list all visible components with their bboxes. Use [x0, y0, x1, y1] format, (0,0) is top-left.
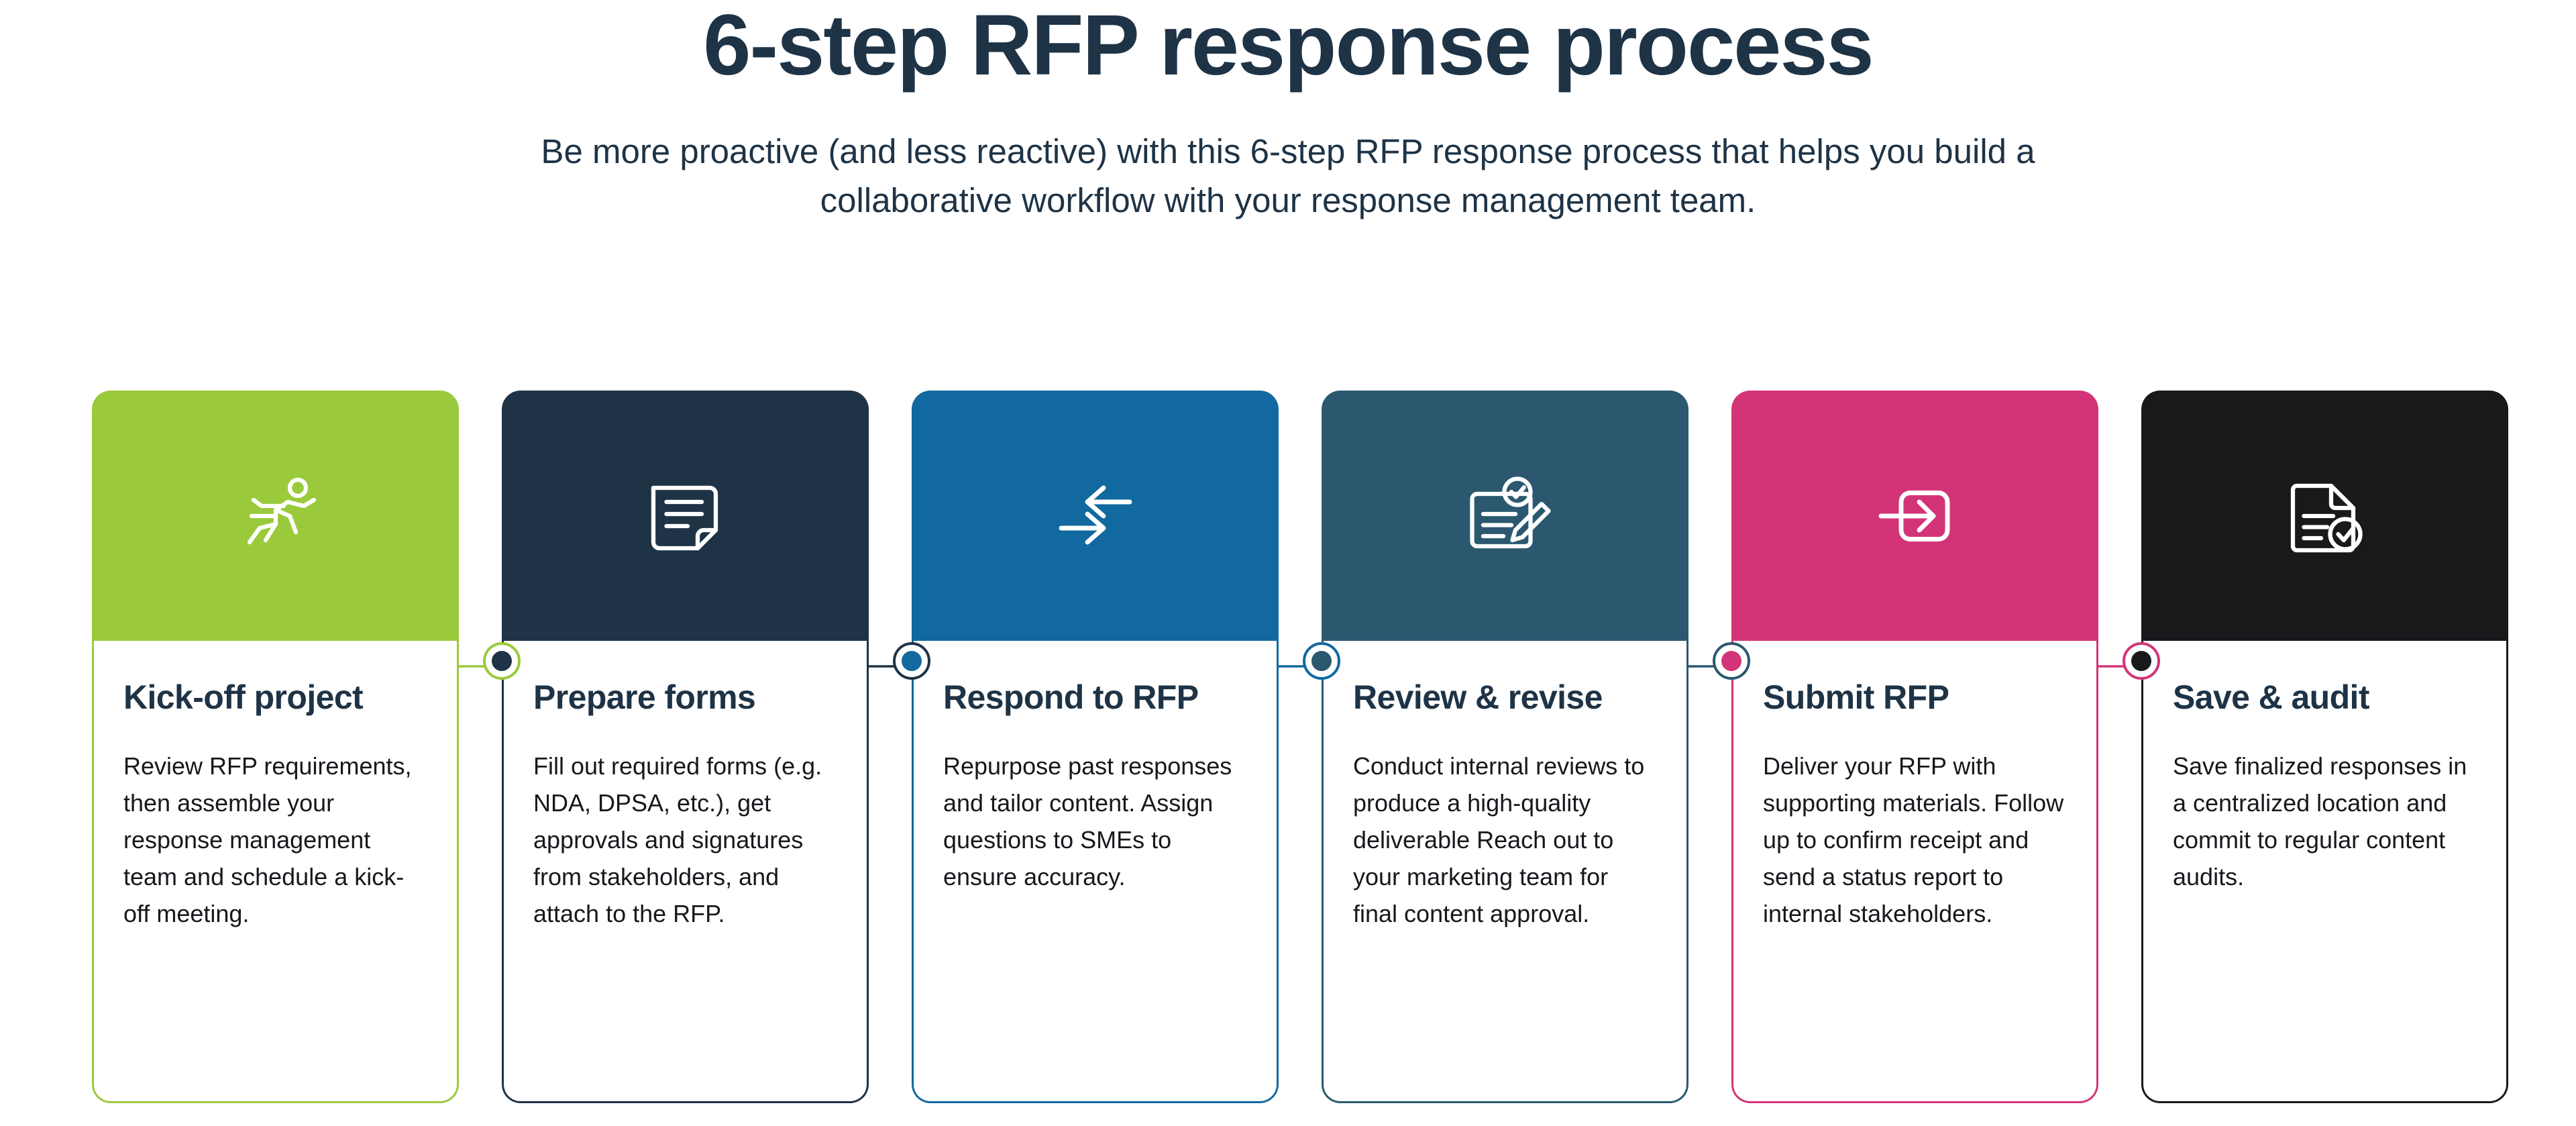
step-card-header — [92, 391, 459, 641]
step-description: Repurpose past responses and tailor cont… — [943, 752, 1232, 890]
step-connector-dot — [2123, 642, 2160, 680]
step-connector-dot-fill — [1311, 651, 1332, 671]
document-lines-icon — [635, 466, 736, 566]
step-title: Submit RFP — [1763, 678, 1949, 716]
step-connector-dot-fill — [902, 651, 922, 671]
page-subtitle: Be more proactive (and less reactive) wi… — [541, 132, 2035, 219]
step-title: Review & revise — [1353, 678, 1603, 716]
step-connector — [1279, 391, 1322, 1103]
step-description: Review RFP requirements, then assemble y… — [123, 752, 412, 927]
step-card-body: Respond to RFP Repurpose past responses a… — [912, 641, 1279, 1103]
step-connector-dot-fill — [1721, 651, 1741, 671]
step-card-body: Submit RFP Deliver your RFP with supporti… — [1731, 641, 2098, 1103]
arrow-into-box-icon — [1865, 466, 1966, 566]
step-description: Conduct internal reviews to produce a hi… — [1353, 752, 1645, 927]
step-title: Prepare forms — [533, 678, 756, 716]
step-connector-dot — [483, 642, 521, 680]
step-title: Kick-off project — [123, 678, 364, 716]
step-card-header — [2141, 391, 2508, 641]
step-connector — [2098, 391, 2141, 1103]
step-connector-dot — [1713, 642, 1750, 680]
running-person-icon — [225, 466, 326, 566]
step-card[interactable]: Respond to RFP Repurpose past responses a… — [912, 391, 1279, 1103]
step-connector-dot-fill — [2131, 651, 2151, 671]
step-description: Save finalized responses in a centralize… — [2173, 752, 2467, 890]
step-card-header — [1322, 391, 1688, 641]
step-title: Save & audit — [2173, 678, 2370, 716]
step-connector — [1688, 391, 1731, 1103]
step-description: Deliver your RFP with supporting materia… — [1763, 752, 2064, 927]
step-description: Fill out required forms (e.g. NDA, DPSA,… — [533, 752, 822, 927]
header: 6-step RFP response process Be more proa… — [0, 0, 2576, 225]
step-connector — [869, 391, 912, 1103]
step-card[interactable]: Submit RFP Deliver your RFP with supporti… — [1731, 391, 2098, 1103]
step-connector-dot-fill — [492, 651, 512, 671]
step-card-header — [1731, 391, 2098, 641]
page-title: 6-step RFP response process — [703, 0, 1874, 93]
clipboard-check-pencil-icon — [1455, 466, 1556, 566]
step-connector-dot — [1303, 642, 1340, 680]
step-card-header — [502, 391, 869, 641]
step-connector-dot — [893, 642, 930, 680]
step-title: Respond to RFP — [943, 678, 1199, 716]
step-connector — [459, 391, 502, 1103]
step-card-header — [912, 391, 1279, 641]
document-verified-icon — [2275, 466, 2375, 566]
exchange-arrows-icon — [1045, 466, 1146, 566]
